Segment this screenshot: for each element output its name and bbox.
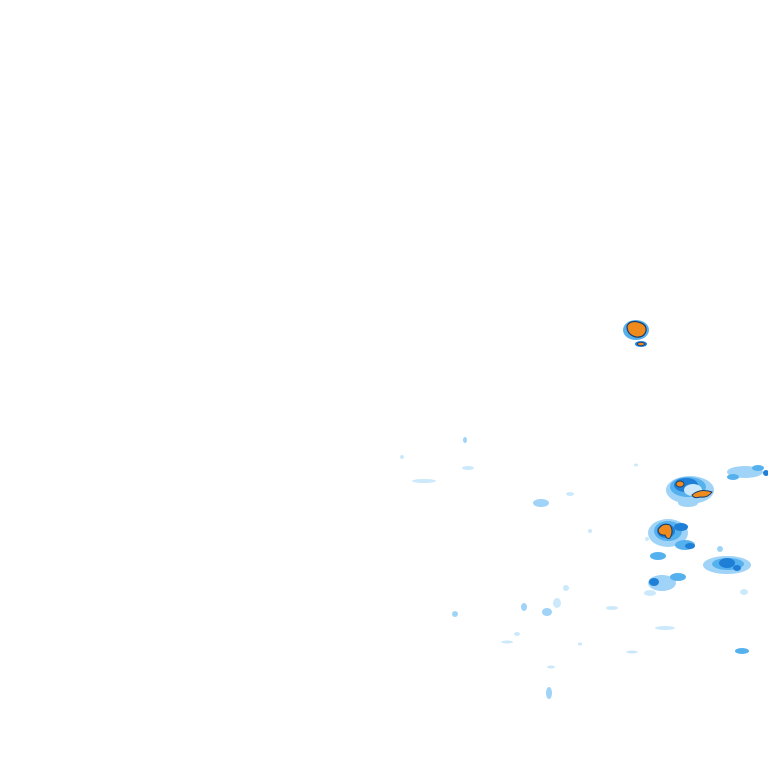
cell-east-edge — [727, 465, 768, 480]
cell-east-cluster-a — [666, 476, 714, 507]
cell-southeast-scatter — [644, 573, 749, 654]
cell-east-cluster-c — [703, 546, 751, 574]
cell-northeast-isolated — [623, 320, 649, 347]
cell-east-cluster-b — [648, 519, 695, 560]
intense-core — [626, 320, 647, 338]
cell-central-drizzle — [400, 437, 649, 699]
